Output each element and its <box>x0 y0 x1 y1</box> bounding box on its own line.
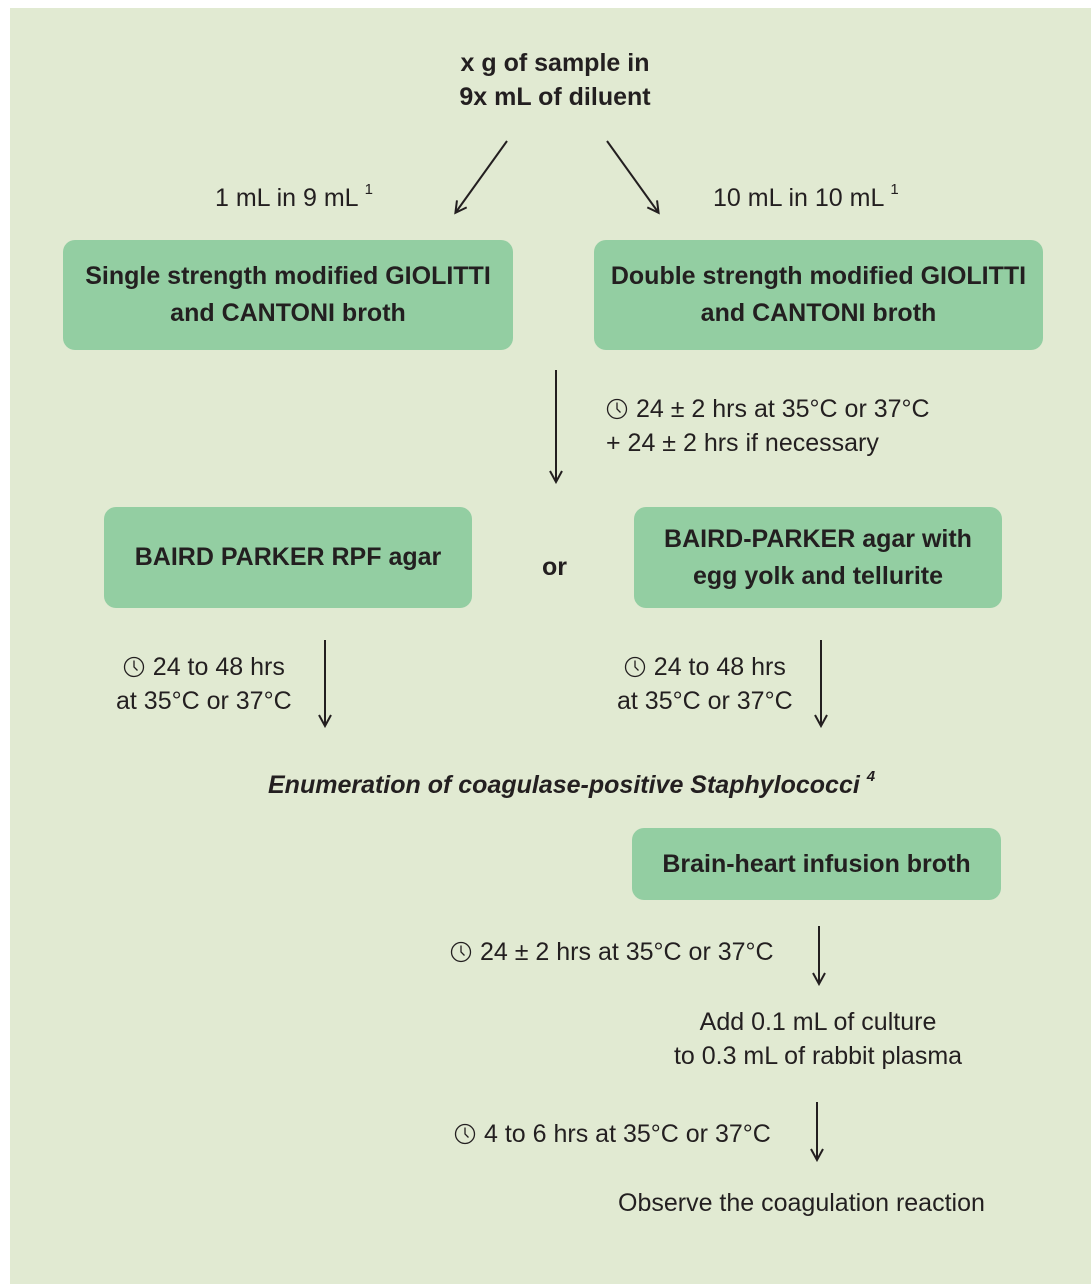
arrow-start-to-left <box>456 140 508 212</box>
enumeration-heading: Enumeration of coagulase-positive Staphy… <box>268 768 875 802</box>
flow-arrows <box>10 140 1091 1284</box>
enumeration-text: Enumeration of coagulase-positive Staphy… <box>268 771 860 799</box>
left-branch-footnote: 1 <box>364 180 373 198</box>
right-branch-text: 10 mL in 10 mL <box>713 184 884 212</box>
final-step: Observe the coagulation reaction <box>618 1189 985 1217</box>
broth-incubation-line1: 24 ± 2 hrs at 35°C or 37°C <box>636 395 930 423</box>
sample-title: x g of sample in 9x mL of diluent <box>355 46 755 114</box>
clock-icon <box>624 656 645 678</box>
double-strength-line2: and CANTONI broth <box>700 299 937 327</box>
double-strength-broth-box: Double strength modified GIOLITTI and CA… <box>594 240 1043 350</box>
rpf-incubation-line1: 24 to 48 hrs <box>152 653 285 681</box>
clock-icon <box>123 656 144 678</box>
bhi-incubation: 24 ± 2 hrs at 35°C or 37°C <box>450 935 774 969</box>
plasma-step-line1: Add 0.1 mL of culture <box>699 1008 937 1036</box>
or-label: or <box>542 553 567 581</box>
sample-title-line1: x g of sample in <box>460 49 650 77</box>
baird-parker-egg-yolk-line1: BAIRD-PARKER agar with <box>664 524 972 553</box>
rpf-incubation-line2: at 35°C or 37°C <box>116 687 292 715</box>
right-branch-footnote: 1 <box>890 180 899 198</box>
arrow-start-to-right <box>606 140 658 212</box>
diagram-canvas: x g of sample in 9x mL of diluent 1 mL i… <box>10 8 1091 1284</box>
brain-heart-infusion-box: Brain-heart infusion broth <box>632 828 1001 900</box>
bp-incubation: 24 to 48 hrs at 35°C or 37°C <box>617 650 793 718</box>
sample-title-line2: 9x mL of diluent <box>459 83 651 111</box>
right-branch-label: 10 mL in 10 mL 1 <box>713 181 899 215</box>
plasma-step-line2: to 0.3 mL of rabbit plasma <box>673 1042 963 1070</box>
bp-incubation-line2: at 35°C or 37°C <box>617 687 793 715</box>
broth-incubation: 24 ± 2 hrs at 35°C or 37°C + 24 ± 2 hrs … <box>606 392 930 460</box>
single-strength-line1: Single strength modified GIOLITTI <box>85 262 491 290</box>
single-strength-line2: and CANTONI broth <box>170 299 406 327</box>
left-branch-text: 1 mL in 9 mL <box>215 184 358 212</box>
brain-heart-infusion-label: Brain-heart infusion broth <box>662 849 971 878</box>
double-strength-line1: Double strength modified GIOLITTI <box>610 262 1027 290</box>
bhi-incubation-text: 24 ± 2 hrs at 35°C or 37°C <box>480 938 774 966</box>
plasma-incubation-text: 4 to 6 hrs at 35°C or 37°C <box>484 1120 771 1148</box>
baird-parker-egg-yolk-line2: egg yolk and tellurite <box>692 561 944 590</box>
single-strength-broth-box: Single strength modified GIOLITTI and CA… <box>63 240 513 350</box>
bp-incubation-line1: 24 to 48 hrs <box>653 653 786 681</box>
plasma-incubation: 4 to 6 hrs at 35°C or 37°C <box>454 1117 771 1151</box>
baird-parker-egg-yolk-box: BAIRD-PARKER agar with egg yolk and tell… <box>634 507 1002 608</box>
rpf-incubation: 24 to 48 hrs at 35°C or 37°C <box>116 650 292 718</box>
clock-icon <box>606 398 628 420</box>
left-branch-label: 1 mL in 9 mL 1 <box>215 181 373 215</box>
baird-parker-rpf-box: BAIRD PARKER RPF agar <box>104 507 472 608</box>
clock-icon <box>454 1123 476 1145</box>
plasma-step: Add 0.1 mL of culture to 0.3 mL of rabbi… <box>618 1005 1018 1073</box>
clock-icon <box>450 941 472 963</box>
baird-parker-rpf-label: BAIRD PARKER RPF agar <box>134 543 442 571</box>
enumeration-footnote: 4 <box>866 767 876 785</box>
broth-incubation-line2: + 24 ± 2 hrs if necessary <box>606 429 879 457</box>
